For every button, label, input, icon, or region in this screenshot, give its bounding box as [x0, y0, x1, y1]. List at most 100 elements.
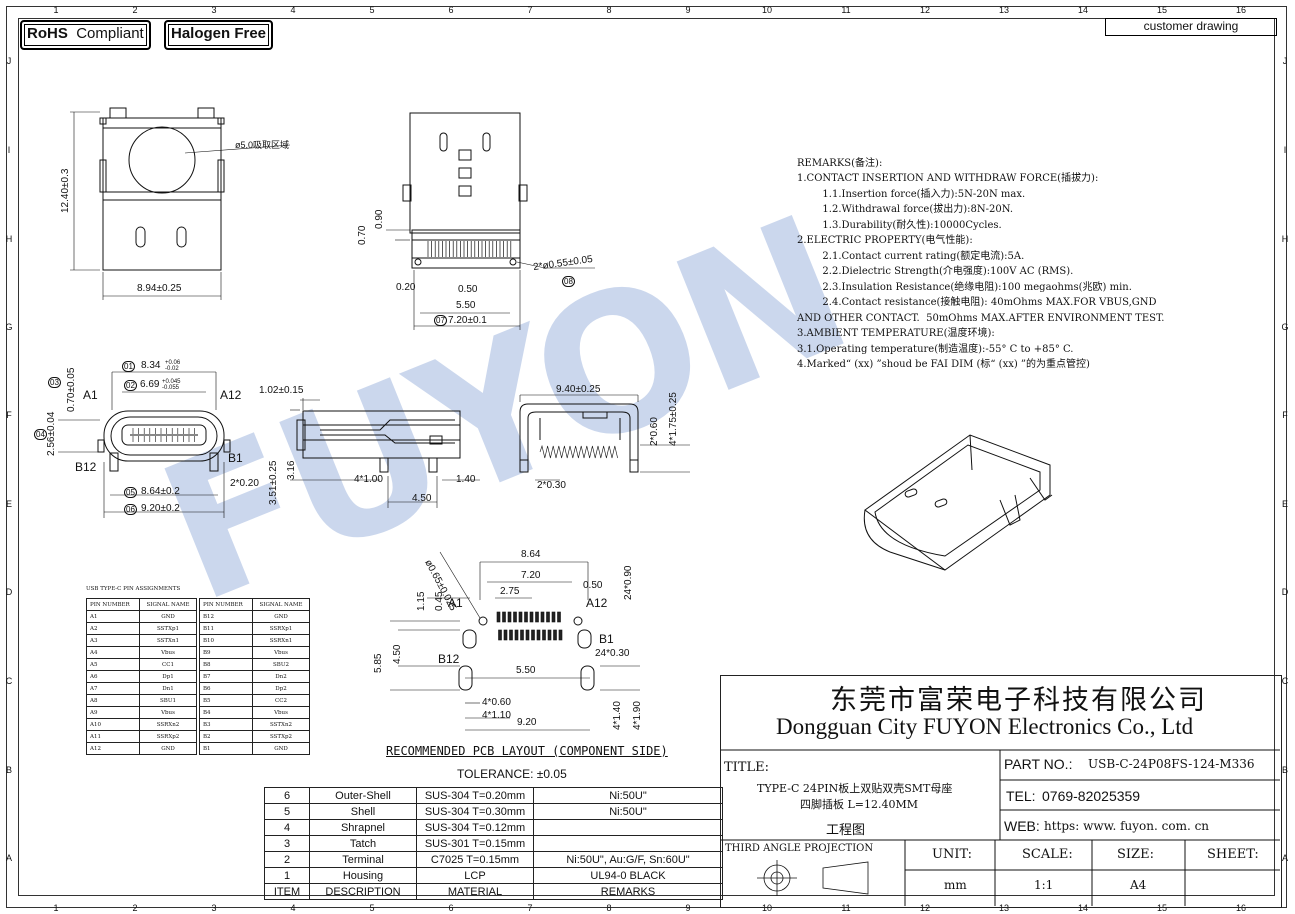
pin-number: B11 [199, 622, 253, 635]
bom-remarks: Ni:50U" [533, 803, 723, 820]
signal-name: Dn2 [252, 670, 310, 683]
dim-pcb-4x110: 4*1.10 [482, 710, 511, 721]
bom-description: Shell [309, 803, 417, 820]
dim-side-020: 0.20 [396, 282, 416, 293]
row-letter: G [1281, 322, 1289, 332]
dim-front-669: 6.69 [140, 379, 160, 390]
signal-name: Vbus [139, 706, 197, 719]
col-num: 1 [53, 5, 59, 15]
dim-pcb-4x140: 4*1.40 [612, 701, 623, 730]
pcb-pad [553, 629, 557, 641]
title-block [720, 675, 1282, 908]
dim-pcb-550: 5.50 [516, 665, 536, 676]
part-number: USB-C-24P08FS-124-M336 [1088, 757, 1255, 771]
remark-line: 3.1.Operating temperature(制造温度):-55° C t… [797, 343, 1074, 355]
pin-number: B5 [199, 694, 253, 707]
col-num: 13 [998, 5, 1009, 15]
bom-description: Tatch [309, 835, 417, 852]
projection-label: THIRD ANGLE PROJECTION [725, 843, 874, 854]
pin-number: B3 [199, 718, 253, 731]
section-view-outline [296, 410, 461, 473]
remark-line: 1.2.Withdrawal force(拔出力):8N-20N. [797, 204, 1014, 215]
dim-front-864: 8.64±0.2 [141, 486, 180, 497]
scale-label: SCALE: [1022, 847, 1073, 862]
remark-line: 3.AMBIENT TEMPERATURE(温度环境): [797, 328, 995, 339]
row-letter: G [5, 322, 13, 332]
col-num: 15 [1156, 5, 1167, 15]
col-num: 4 [290, 5, 296, 15]
side-view-outline [402, 112, 528, 269]
tel-label: TEL: [1006, 788, 1036, 804]
dim-pcb-275: 2.75 [500, 586, 520, 597]
pin-number: A4 [86, 646, 140, 659]
pin-number: A10 [86, 718, 140, 731]
bom-remarks [533, 835, 723, 852]
dim-front-669-tol: +0.045 -0.055 [162, 379, 181, 391]
pcb-pad [507, 611, 512, 623]
signal-name: SBU2 [252, 658, 310, 671]
row-letter: H [5, 234, 13, 244]
dim-sect-102: 1.02±0.15 [259, 385, 304, 396]
pin-number: B7 [199, 670, 253, 683]
col-num: 16 [1235, 5, 1246, 15]
pcb-pad [529, 611, 534, 623]
col-num: 7 [527, 5, 533, 15]
col-num: 2 [132, 903, 138, 913]
signal-name: GND [139, 742, 197, 755]
column-header: ITEM [264, 883, 310, 900]
projection-symbol [757, 860, 869, 896]
row-letter: I [1283, 145, 1287, 155]
row-letter: A [5, 853, 12, 863]
dim-pcb-720: 7.20 [521, 570, 541, 581]
dim-sect-4x100: 4*1.00 [354, 474, 383, 485]
bom-description: Housing [309, 867, 417, 884]
signal-name: SSRXn2 [139, 718, 197, 731]
pcb-pad [557, 611, 561, 623]
pcb-pad [520, 629, 524, 641]
pcb-pad [503, 629, 508, 641]
fai-marker: 03 [48, 377, 61, 388]
pcb-pin-a1: A1 [448, 596, 463, 610]
sheet-label: SHEET: [1207, 847, 1259, 862]
column-header: MATERIAL [416, 883, 534, 900]
connector-3d-sketch [863, 434, 1053, 571]
pcb-pad [531, 629, 535, 641]
remark-line: 2.3.Insulation Resistance(绝缘电阻):100 mega… [797, 281, 1132, 293]
pin-number: A8 [86, 694, 140, 707]
col-num: 15 [1156, 903, 1167, 913]
signal-name: GND [252, 742, 310, 755]
pin-number: A6 [86, 670, 140, 683]
pcb-pad [540, 611, 545, 623]
tolerance-note: TOLERANCE: ±0.05 [457, 767, 567, 781]
dim-side-090: 0.90 [374, 209, 385, 229]
dim-pcb-24x030: 24*0.30 [595, 648, 630, 659]
col-num: 5 [369, 5, 375, 15]
dim-front-256: 2.56±0.04 [46, 411, 57, 456]
dim-side-070: 0.70 [357, 225, 368, 245]
dim-pcb-24x090: 24*0.90 [623, 565, 634, 600]
dim-rear-940: 9.40±0.25 [556, 384, 601, 395]
column-header: SIGNAL NAME [252, 598, 310, 611]
dim-pickup-area: ø5.0吸取区域 [235, 140, 290, 150]
pin-number: A1 [86, 610, 140, 623]
bom-material: SUS-301 T=0.15mm [416, 835, 534, 852]
pin-number: A2 [86, 622, 140, 635]
dim-pcb-585: 5.85 [373, 653, 384, 673]
col-num: 2 [132, 5, 138, 15]
pin-number: B9 [199, 646, 253, 659]
pcb-pin-b1: B1 [599, 632, 614, 646]
dim-pcb-920: 9.20 [517, 717, 537, 728]
signal-name: SSTXp1 [139, 622, 197, 635]
col-num: 3 [211, 5, 217, 15]
pcb-pad [551, 611, 556, 623]
pin-number: A3 [86, 634, 140, 647]
